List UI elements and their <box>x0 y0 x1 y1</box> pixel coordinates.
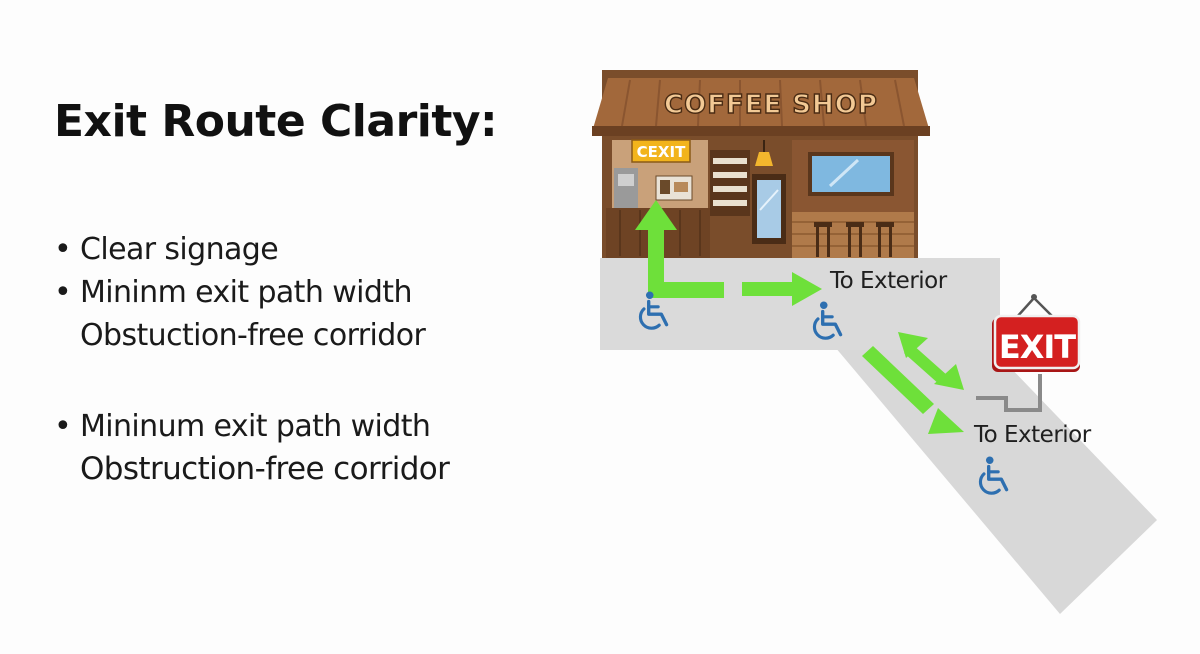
bullet-dot: • <box>54 232 72 267</box>
bullet-dot: • <box>54 409 72 444</box>
floor-corridor <box>600 258 1157 614</box>
storefront-icon: COFFEE SHOP CEXIT <box>592 70 930 258</box>
exit-sign-text: EXIT <box>999 328 1076 366</box>
arrow-icon <box>862 346 964 434</box>
bullet-dot: • <box>54 275 72 310</box>
shop-sign: COFFEE SHOP <box>664 90 878 120</box>
to-exterior-label: To Exterior <box>973 422 1092 448</box>
arrow-icon <box>742 272 822 306</box>
exit-sign-icon: EXIT <box>976 294 1081 412</box>
bullet-list: • Clear signage • Mininm exit path width… <box>52 228 572 491</box>
to-exterior-label: To Exterior <box>829 268 948 294</box>
bullet-item-signage: • Clear signage <box>52 228 572 271</box>
slide-title: Exit Route Clarity: <box>54 96 498 147</box>
exit-route-arrows <box>635 200 964 434</box>
bullet-continuation: Obstruction-free corridor <box>80 451 450 487</box>
arrow-icon <box>898 332 964 390</box>
arrow-icon <box>635 200 724 298</box>
bullet-continuation: Obstuction-free corridor <box>80 318 426 353</box>
bullet-text: Clear signage <box>80 232 279 267</box>
bullet-item-path-width: • Mininm exit path width <box>52 271 572 314</box>
bullet-text: Mininm exit path width <box>80 275 412 310</box>
bullet-text: Mininum exit path width <box>80 409 431 444</box>
bullet-item-path-width-2: • Mininum exit path width <box>52 405 572 448</box>
inner-exit-sign: CEXIT <box>637 143 686 161</box>
